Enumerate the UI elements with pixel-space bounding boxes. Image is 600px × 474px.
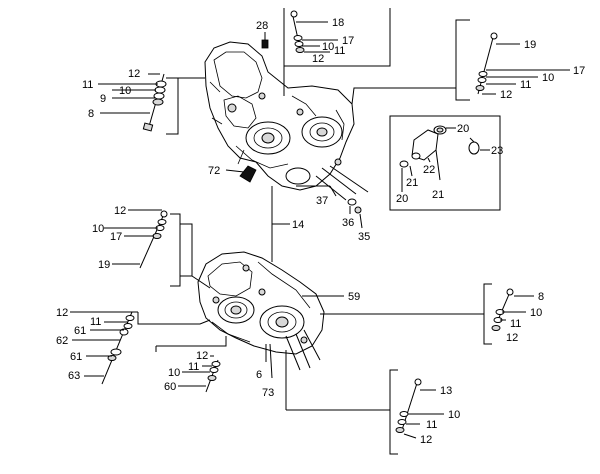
callout-20: 20 (457, 123, 469, 135)
callout-17: 17 (110, 231, 122, 243)
upper-left-bolt-group (98, 73, 205, 135)
callout-59: 59 (348, 291, 360, 303)
upper-right-stud-group (351, 19, 570, 105)
callout-10: 10 (322, 41, 334, 53)
callout-73: 73 (262, 387, 274, 399)
top-stud-group (261, 8, 391, 96)
callout-62: 62 (56, 335, 68, 347)
small-parts-box (389, 115, 501, 211)
lower-crankcase-drawing (197, 251, 325, 355)
callout-12: 12 (196, 350, 208, 362)
callout-12: 12 (114, 205, 126, 217)
callout-22: 22 (423, 164, 435, 176)
callout-11: 11 (188, 361, 199, 373)
callout-10: 10 (119, 85, 131, 97)
callout-6: 6 (256, 369, 262, 381)
callout-19: 19 (524, 39, 536, 51)
callout-35: 35 (358, 231, 370, 243)
callout-11: 11 (510, 318, 521, 330)
callout-11: 11 (82, 79, 93, 91)
callout-12: 12 (500, 89, 512, 101)
callout-10: 10 (92, 223, 104, 235)
callout-21: 21 (406, 177, 418, 189)
upper-crankcase-drawing (204, 41, 355, 191)
callout-36: 36 (342, 217, 354, 229)
callout-12: 12 (312, 53, 324, 65)
callout-18: 18 (332, 17, 344, 29)
callout-21: 21 (432, 189, 444, 201)
callout-60: 60 (164, 381, 176, 393)
callout-9: 9 (100, 93, 106, 105)
left-lower-stud-group (70, 311, 211, 385)
callout-72: 72 (208, 165, 220, 177)
callout-11: 11 (426, 419, 437, 431)
callout-8: 8 (538, 291, 544, 303)
callout-labels: 28 18 17 10 11 12 19 17 10 11 12 12 11 1… (56, 17, 585, 446)
callout-12: 12 (128, 68, 140, 80)
callout-13: 13 (440, 385, 452, 397)
callout-12: 12 (506, 332, 518, 344)
callout-20: 20 (396, 193, 408, 205)
callout-19: 19 (98, 259, 110, 271)
studs-6-73 (265, 329, 390, 411)
callout-17: 17 (573, 65, 585, 77)
callout-8: 8 (88, 108, 94, 120)
callout-17: 17 (342, 35, 354, 47)
studs-37-group (296, 165, 369, 229)
callout-63: 63 (68, 370, 80, 382)
callout-61: 61 (70, 351, 82, 363)
callout-12: 12 (420, 434, 432, 446)
callout-10: 10 (542, 72, 554, 84)
left-middle-stud-group (104, 209, 211, 289)
callout-10: 10 (448, 409, 460, 421)
bottom-center-bolt-group (155, 336, 227, 393)
bolt-28 (261, 32, 269, 49)
bottom-right-stud-group (389, 369, 444, 455)
callout-11: 11 (520, 79, 531, 91)
callout-28: 28 (256, 20, 268, 32)
right-lower-stud-group (302, 283, 534, 345)
callout-11: 11 (90, 316, 101, 328)
connector-lines-center (225, 169, 290, 262)
callout-12: 12 (56, 307, 68, 319)
callout-10: 10 (530, 307, 542, 319)
callout-10: 10 (168, 367, 180, 379)
callout-61: 61 (74, 325, 86, 337)
callout-23: 23 (491, 145, 503, 157)
callout-37: 37 (316, 195, 328, 207)
callout-14: 14 (292, 219, 304, 231)
callout-11: 11 (334, 45, 345, 57)
